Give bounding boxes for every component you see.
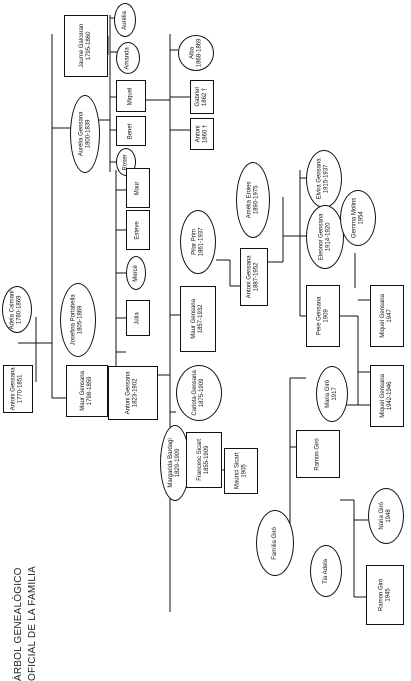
- person-dates: 1914-1920: [325, 222, 332, 252]
- person-name: Antoni: [195, 125, 202, 143]
- person-dates: 1861-1937: [197, 227, 204, 257]
- person-name: Tia Adela: [322, 558, 329, 584]
- person-name: Esteve: [134, 220, 141, 240]
- person-name: Maria Giró: [325, 379, 332, 409]
- person-dates: 1954: [358, 211, 364, 225]
- person-name: Maur: [134, 181, 141, 195]
- person-name: Miquel: [127, 87, 134, 105]
- diagram-title: ÀRBOL GENEALÒGICO OFICIAL DE LA FAMILIA: [13, 566, 38, 681]
- person-dates: 1798-1859: [86, 376, 93, 406]
- person-dates: 1770-1851: [18, 374, 24, 404]
- person-name: Eleonor Gensana: [318, 213, 325, 261]
- person-julia: Júlia: [126, 300, 150, 336]
- person-esteve: Esteve: [126, 210, 150, 250]
- person-dates: 1890-1975: [253, 185, 260, 215]
- person-dates: 1917: [331, 387, 338, 401]
- person-dates: 1948: [386, 509, 392, 523]
- person-dates: 1942-1946: [387, 381, 394, 411]
- person-dates: 1823-1902: [133, 378, 139, 408]
- person-amanda: Amanda: [116, 42, 140, 74]
- person-dates: 1947: [387, 309, 394, 323]
- person-ramon-giro: Ramon Giró: [296, 430, 340, 478]
- person-dates: 1855-1909: [204, 445, 210, 475]
- person-name: Pilar Prim: [191, 228, 198, 256]
- person-miquel-c: Miquel: [116, 80, 146, 112]
- person-dates: 1805-1869: [78, 305, 85, 335]
- person-name: Aurèlia: [121, 10, 128, 30]
- person-dates: 1857-1932: [198, 304, 205, 334]
- person-dates: 1829-1909: [175, 448, 182, 478]
- person-dates: 1945: [385, 588, 391, 602]
- person-dates: 1915-1937: [324, 164, 330, 194]
- person-dates: 1795-1860: [86, 31, 92, 61]
- person-name: Benet: [127, 123, 134, 139]
- person-name: Pere Gensana: [316, 296, 323, 336]
- person-name: Amèlia Eroles: [246, 181, 253, 219]
- connector-lines: [18, 15, 370, 612]
- person-dates: 1800-1839: [85, 119, 92, 149]
- person-name: Aurèlia Gensana: [78, 111, 85, 157]
- person-dates: 1887-1952: [254, 262, 260, 292]
- person-dates: 1868-1869: [195, 38, 202, 68]
- person-benet: Benet: [116, 116, 146, 146]
- person-name: Família Giró: [271, 526, 278, 560]
- family-tree-diagram: ÀRBOL GENEALÒGICO OFICIAL DE LA FAMILIA …: [2, 3, 404, 681]
- person-dates: 1860 †: [201, 124, 208, 144]
- person-name: Ramon Giró: [314, 437, 321, 471]
- person-dates: 1862 †: [202, 87, 208, 107]
- person-dates: 1875-1909: [199, 378, 205, 408]
- person-name: Maurici Sicart: [234, 452, 241, 490]
- person-name: Júlia: [134, 311, 141, 325]
- person-aurelia-child: Aurèlia: [114, 3, 136, 37]
- person-merce: Mercè: [126, 256, 146, 290]
- person-name: Ramon Giró: [378, 578, 385, 612]
- person-maur-c: Maur: [126, 168, 150, 208]
- person-dates: 1905: [241, 464, 247, 478]
- person-name: Mercè: [132, 264, 139, 282]
- person-dates: 1909: [323, 309, 330, 323]
- person-dates: 1780-1869: [17, 295, 23, 324]
- person-name: Jaume Galceran: [79, 23, 86, 69]
- person-tia-adela: Tia Adela: [310, 545, 342, 597]
- person-familia-giro: Família Giró: [256, 510, 294, 576]
- person-name: Gemma Molins: [351, 197, 358, 239]
- person-name: Amanda: [124, 46, 131, 70]
- person-name: Alba: [189, 46, 196, 60]
